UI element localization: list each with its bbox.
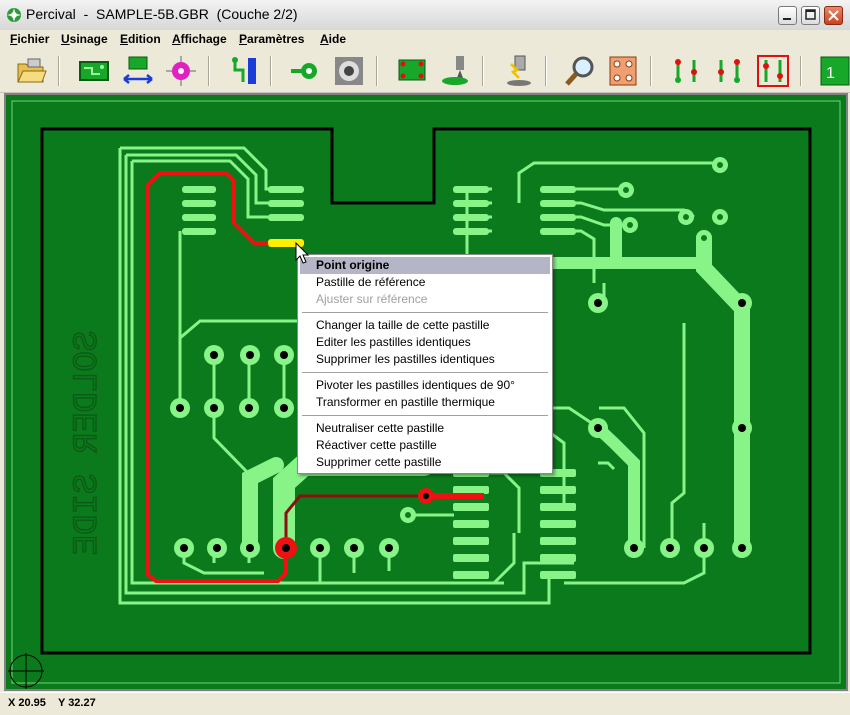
menu-pastille-reference[interactable]: Pastille de référence [316,275,426,289]
minimize-icon [783,18,791,20]
menu-transformer-thermique[interactable]: Transformer en pastille thermique [316,395,495,409]
mill-tool-icon [442,56,468,85]
layer-button[interactable]: 1 [818,54,850,88]
title-bar: Percival - SAMPLE-5B.GBR (Couche 2/2) [0,0,850,31]
close-button[interactable] [824,6,843,25]
through-hole-pads [170,157,752,558]
net-box-icon [757,55,789,87]
status-y-coordinate: Y 32.27 [58,697,96,709]
menu-separator [302,415,548,416]
svg-text:1: 1 [826,65,835,82]
isolation-icon [398,59,426,81]
menu-usinage[interactable]: Usinage [61,32,108,46]
minimize-button[interactable] [778,6,797,25]
trace-icon [229,57,257,85]
thermal-pad-icon [335,57,363,85]
open-file-button[interactable] [14,54,48,88]
maximize-button[interactable] [801,6,820,25]
window-title: Percival - SAMPLE-5B.GBR (Couche 2/2) [26,6,298,22]
trace-tool-button[interactable] [226,54,260,88]
isolation-button[interactable] [395,54,429,88]
selected-pad[interactable] [268,239,304,247]
menu-reactiver[interactable]: Réactiver cette pastille [316,438,437,452]
pcb-board-icon [79,61,109,81]
context-menu: Point origine Pastille de référence Ajus… [297,254,553,474]
net-split-icon [718,59,740,83]
menu-point-origine[interactable]: Point origine [300,257,550,274]
maximize-icon [805,9,816,20]
menu-separator [302,372,548,373]
open-folder-icon [17,58,47,83]
net-button-2[interactable] [712,54,746,88]
target-pad-icon [166,56,196,86]
close-icon [828,10,839,21]
origin-marker [8,653,44,689]
menu-separator [302,312,548,313]
drill-point-button[interactable] [164,54,198,88]
svg-text:SOLDER SIDE: SOLDER SIDE [69,331,107,555]
menu-aide[interactable]: Aide [320,32,347,46]
menu-ajuster-reference: Ajuster sur référence [316,292,428,306]
magnifier-icon [565,56,594,86]
selected-net [146,171,484,583]
pad-icon [291,63,317,79]
zoom-button[interactable] [563,54,597,88]
menu-bar: Fichier Usinage Edition Affichage Paramè… [0,30,850,51]
mirror-board-icon [123,56,153,84]
menu-pivoter-90[interactable]: Pivoter les pastilles identiques de 90° [316,378,515,392]
menu-supprimer-pastille[interactable]: Supprimer cette pastille [316,455,442,469]
net-button-1[interactable] [669,54,703,88]
status-x-coordinate: X 20.95 [8,697,46,709]
menu-changer-taille[interactable]: Changer la taille de cette pastille [316,318,490,332]
menu-supprimer-identiques[interactable]: Supprimer les pastilles identiques [316,352,495,366]
thermal-pad-button[interactable] [332,54,366,88]
mirror-button[interactable] [121,54,155,88]
menu-affichage[interactable]: Affichage [172,32,227,46]
menu-fichier[interactable]: Fichier [10,32,50,46]
layer-icon: 1 [820,56,850,86]
component-view-button[interactable] [606,54,640,88]
net-icon [675,59,697,83]
percival-app-icon [7,8,21,22]
status-bar: X 20.95 Y 32.27 [0,692,850,715]
menu-edition[interactable]: Edition [120,32,161,46]
menu-neutraliser[interactable]: Neutraliser cette pastille [316,421,445,435]
mouse-cursor-icon [295,242,309,264]
drill-button[interactable] [501,54,535,88]
menu-editer-identiques[interactable]: Editer les pastilles identiques [316,335,471,349]
drill-spark-icon [507,55,531,86]
board-view-button[interactable] [77,54,111,88]
menu-parametres[interactable]: Paramètres [239,32,305,46]
milling-button[interactable] [438,54,472,88]
net-button-3[interactable] [756,54,790,88]
silkscreen-label: SOLDER SIDE [68,330,108,556]
pad-tool-button[interactable] [289,54,323,88]
toolbar: 1 [0,50,850,93]
component-icon [609,56,637,86]
